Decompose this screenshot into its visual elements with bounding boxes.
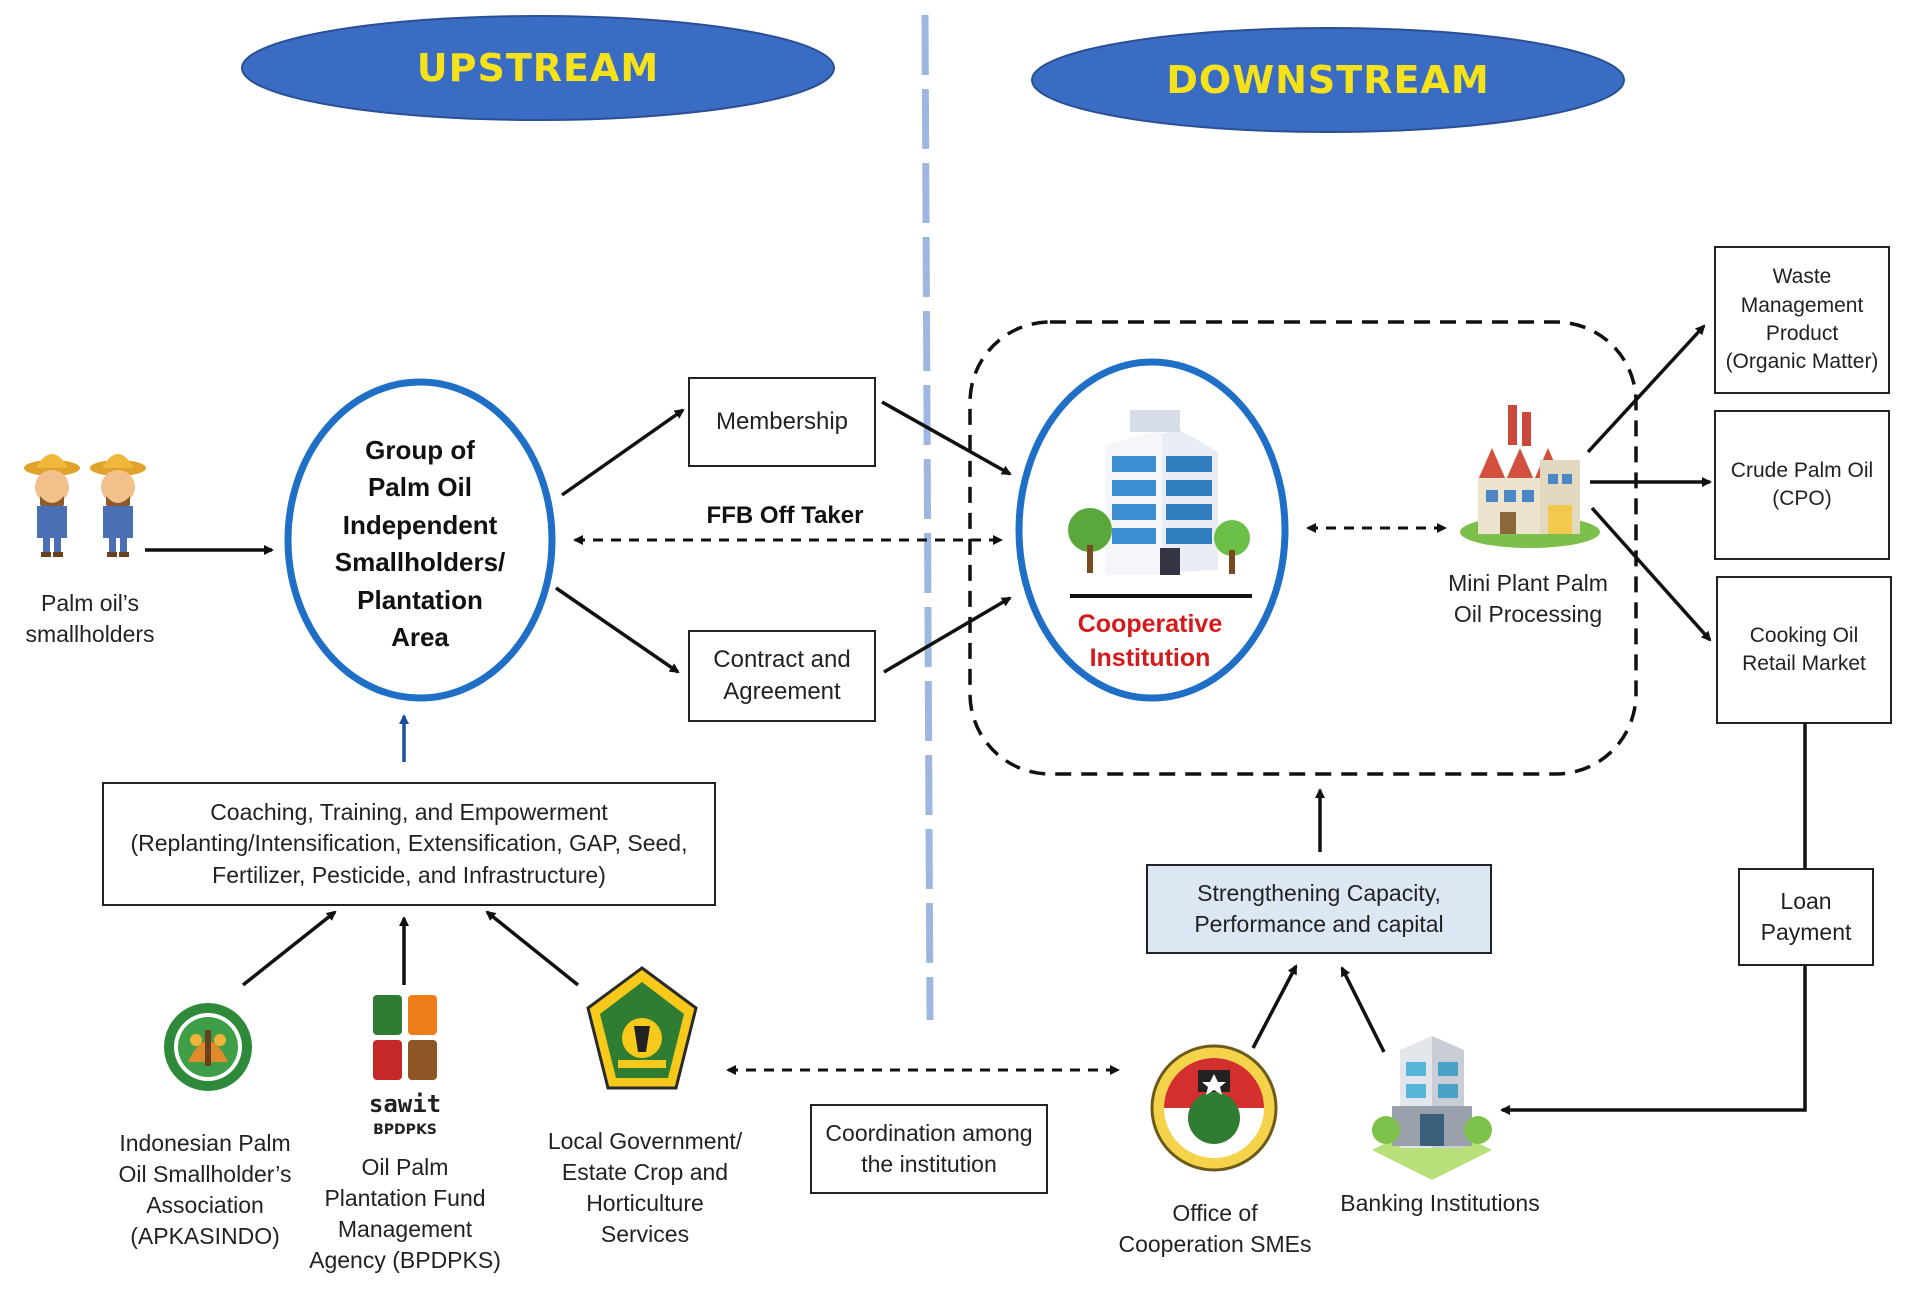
group-line6: Area xyxy=(391,622,449,653)
arrow-membership-to-coop xyxy=(881,400,1012,476)
arrow-plant-to-cooking xyxy=(1590,506,1712,642)
arrow-smes-to-strength xyxy=(1251,964,1298,1049)
farmers-icon xyxy=(24,454,146,557)
sawit-logo-sub: BPDPKS xyxy=(373,1122,437,1138)
arrow-group-to-contract xyxy=(555,586,680,674)
office-building-icon xyxy=(1068,410,1252,598)
membership-box: Membership xyxy=(688,377,876,467)
mini-plant-line1: Mini Plant Palm xyxy=(1448,570,1608,596)
coordination-box: Coordination among the institution xyxy=(810,1104,1048,1194)
cooperative-line2: Institution xyxy=(1089,643,1211,672)
apkasindo-line2: Oil Smallholder’s xyxy=(118,1161,292,1188)
banking-label: Banking Institutions xyxy=(1340,1190,1540,1216)
coaching-line3: Fertilizer, Pesticide, and Infrastructur… xyxy=(212,861,606,888)
apkasindo-label: Indonesian Palm Oil Smallholder’s Associ… xyxy=(100,1128,310,1252)
local-government-emblem-icon xyxy=(586,966,698,1090)
strengthening-line1: Strengthening Capacity, xyxy=(1197,879,1441,906)
ffb-off-taker-label: FFB Off Taker xyxy=(706,502,864,529)
cooperation-smes-emblem-icon xyxy=(1150,1044,1278,1172)
contract-agreement-box: Contract and Agreement xyxy=(688,630,876,722)
mini-plant-line2: Oil Processing xyxy=(1453,601,1603,628)
waste-management-box: Waste Management Product (Organic Matter… xyxy=(1714,246,1890,394)
smallholders-label-line2: smallholders xyxy=(25,621,155,648)
apkasindo-logo-icon xyxy=(164,1003,252,1091)
upstream-pill-shape xyxy=(241,15,835,121)
localgov-line3: Horticulture xyxy=(586,1190,704,1217)
apkasindo-line1: Indonesian Palm xyxy=(119,1130,291,1156)
cpo-line2: (CPO) xyxy=(1772,487,1832,510)
factory-icon xyxy=(1460,405,1600,548)
coordination-line1: Coordination among xyxy=(825,1119,1033,1146)
waste-line2: Management xyxy=(1740,293,1864,317)
group-line4: Smallholders/ xyxy=(334,547,506,578)
group-line2: Palm Oil xyxy=(367,472,473,503)
local-government-label: Local Government/ Estate Crop and Hortic… xyxy=(540,1126,750,1250)
arrow-contract-to-coop xyxy=(883,596,1012,674)
sawit-bpdpks-logo-icon: sawit BPDPKS xyxy=(369,995,441,1138)
group-line1: Group of xyxy=(365,435,475,465)
waste-line4: (Organic Matter) xyxy=(1725,350,1879,374)
mini-plant-label: Mini Plant Palm Oil Processing xyxy=(1428,568,1628,630)
group-line5: Plantation xyxy=(357,584,483,615)
cooperative-boundary xyxy=(968,320,1638,776)
coaching-line1: Coaching, Training, and Empowerment xyxy=(210,799,608,826)
contract-line2: Agreement xyxy=(723,678,841,705)
office-smes-label: Office of Cooperation SMEs xyxy=(1110,1198,1320,1260)
loan-line1: Loan xyxy=(1780,887,1832,914)
bpdpks-line1: Oil Palm xyxy=(361,1154,449,1180)
office-smes-line2: Cooperation SMEs xyxy=(1118,1231,1312,1258)
cpo-line1: Crude Palm Oil xyxy=(1730,458,1874,482)
loan-line2: Payment xyxy=(1760,919,1852,945)
cooking-line1: Cooking Oil xyxy=(1749,623,1859,647)
coaching-line2: (Replanting/Intensification, Extensifica… xyxy=(130,830,688,857)
crude-palm-oil-box: Crude Palm Oil (CPO) xyxy=(1714,410,1890,560)
localgov-line1: Local Government/ xyxy=(547,1128,743,1154)
strengthening-line2: Performance and capital xyxy=(1194,911,1444,937)
bpdpks-line2: Plantation Fund xyxy=(324,1185,486,1212)
loan-payment-box: Loan Payment xyxy=(1738,868,1874,966)
cooperative-label: Cooperative Institution xyxy=(1050,608,1250,676)
group-circle-shape xyxy=(284,378,556,702)
bpdpks-label: Oil Palm Plantation Fund Management Agen… xyxy=(295,1152,515,1276)
localgov-line4: Services xyxy=(600,1221,690,1248)
downstream-pill-shape xyxy=(1031,27,1625,133)
bank-building-icon xyxy=(1372,1036,1492,1180)
arrow-group-to-membership xyxy=(560,408,685,497)
waste-line1: Waste xyxy=(1772,265,1832,289)
smallholders-label-line1: Palm oil’s xyxy=(41,590,139,616)
arrow-localgov-to-coaching xyxy=(485,910,580,987)
coordination-line2: the institution xyxy=(861,1151,997,1177)
apkasindo-line4: (APKASINDO) xyxy=(130,1223,280,1250)
office-smes-line1: Office of xyxy=(1172,1200,1258,1226)
strengthening-capacity-box: Strengthening Capacity, Performance and … xyxy=(1146,864,1492,954)
localgov-line2: Estate Crop and xyxy=(561,1159,729,1186)
upstream-label: UPSTREAM xyxy=(416,46,660,90)
cooking-oil-box: Cooking Oil Retail Market xyxy=(1716,576,1892,724)
group-circle-label: Group of Palm Oil Independent Smallholde… xyxy=(310,432,530,657)
upstream-downstream-divider xyxy=(921,14,934,1021)
coaching-training-box: Coaching, Training, and Empowerment (Rep… xyxy=(102,782,716,906)
smallholders-label: Palm oil’s smallholders xyxy=(10,588,170,650)
bpdpks-line3: Management xyxy=(337,1216,473,1243)
arrow-apkasindo-to-coaching xyxy=(241,910,337,987)
arrow-plant-to-waste xyxy=(1586,324,1706,454)
arrow-loan-to-banking xyxy=(1500,966,1807,1115)
cooperative-line1: Cooperative xyxy=(1077,610,1223,638)
waste-line3: Product xyxy=(1765,322,1839,345)
downstream-label: DOWNSTREAM xyxy=(1166,58,1490,102)
sawit-logo-word: sawit xyxy=(369,1090,441,1118)
cooking-line2: Retail Market xyxy=(1742,652,1866,675)
apkasindo-line3: Association xyxy=(146,1192,264,1219)
contract-line1: Contract and xyxy=(713,645,851,673)
arrow-banking-to-strength xyxy=(1340,966,1386,1053)
bpdpks-line4: Agency (BPDPKS) xyxy=(309,1247,501,1274)
group-line3: Independent xyxy=(342,509,498,540)
